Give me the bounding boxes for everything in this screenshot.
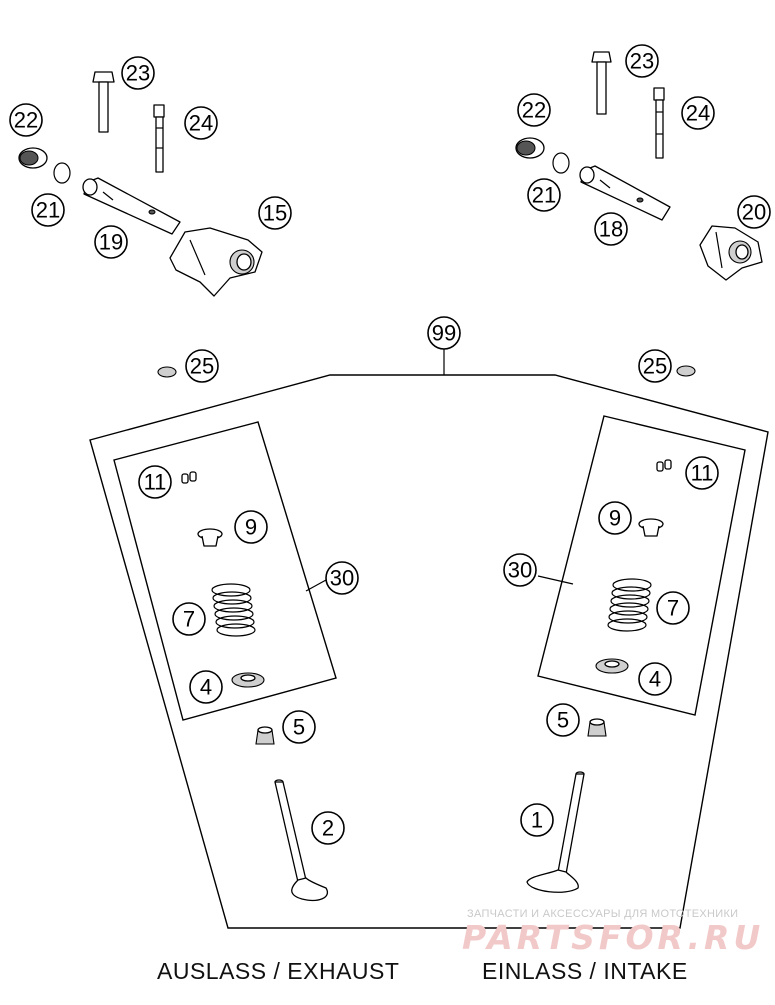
svg-text:7: 7 (667, 596, 679, 621)
exhaust-valve-2 (274, 779, 328, 902)
callout-7-left: 7 (172, 602, 206, 636)
callout-15: 15 (258, 196, 292, 230)
stem-seal-5-right (587, 718, 607, 737)
svg-text:25: 25 (190, 354, 214, 379)
svg-text:23: 23 (630, 49, 654, 74)
svg-text:15: 15 (263, 201, 287, 226)
bolt-24-left (153, 104, 165, 173)
callout-7-right: 7 (656, 591, 690, 625)
svg-text:99: 99 (432, 321, 456, 346)
spring-retainer-9-right (638, 518, 664, 537)
callout-99: 99 (427, 316, 461, 350)
svg-text:21: 21 (532, 183, 556, 208)
o-ring-21-left (53, 162, 71, 184)
spring-seat-4-right (595, 658, 629, 674)
svg-text:22: 22 (522, 98, 546, 123)
callout-9-left: 9 (234, 510, 268, 544)
callout-24-left: 24 (184, 106, 218, 140)
watermark-tagline: ЗАПЧАСТИ И АКСЕССУАРЫ ДЛЯ МОТОТЕХНИКИ (467, 908, 739, 920)
callout-30-left: 30 (325, 561, 359, 595)
kit-30-left-frame (113, 421, 337, 721)
svg-text:24: 24 (189, 111, 213, 136)
valve-spring-7-left (211, 583, 256, 637)
bolt-23-right (591, 51, 612, 115)
plug-22-right (515, 137, 545, 159)
rocker-arm-20 (699, 225, 763, 281)
svg-text:2: 2 (322, 816, 334, 841)
svg-text:4: 4 (649, 667, 661, 692)
svg-text:1: 1 (531, 808, 543, 833)
stem-seal-5-left (255, 726, 275, 745)
caption-intake: EINLASS / INTAKE (482, 958, 688, 984)
svg-text:5: 5 (557, 708, 569, 733)
svg-text:25: 25 (643, 354, 667, 379)
svg-text:21: 21 (36, 198, 60, 223)
callout-25-right: 25 (638, 349, 672, 383)
svg-text:7: 7 (183, 607, 195, 632)
bolt-23-left (92, 71, 115, 133)
svg-text:22: 22 (14, 108, 38, 133)
o-ring-21-right (552, 152, 570, 174)
kit-30-right-frame (537, 415, 746, 716)
callout-22-right: 22 (517, 93, 551, 127)
callout-1: 1 (520, 803, 554, 837)
callout-4-left: 4 (189, 670, 223, 704)
callout-5-left: 5 (282, 710, 316, 744)
caption-exhaust: AUSLASS / EXHAUST (157, 958, 400, 984)
bolt-24-right (653, 87, 665, 159)
plug-22-left (18, 147, 48, 169)
svg-text:18: 18 (599, 217, 623, 242)
callout-23-right: 23 (625, 44, 659, 78)
callout-24-right: 24 (681, 96, 715, 130)
callout-22-left: 22 (9, 103, 43, 137)
callout-23-left: 23 (121, 56, 155, 90)
callout-25-left: 25 (185, 349, 219, 383)
callout-30-right: 30 (503, 553, 537, 587)
callout-4-right: 4 (638, 662, 672, 696)
spring-retainer-9-left (197, 528, 223, 547)
svg-text:19: 19 (99, 230, 123, 255)
svg-text:11: 11 (144, 470, 167, 495)
spring-seat-4-left (231, 672, 265, 688)
shim-25-right (676, 365, 696, 377)
svg-text:9: 9 (245, 515, 257, 540)
valve-spring-7-right (607, 578, 652, 632)
callout-9-right: 9 (598, 501, 632, 535)
svg-text:23: 23 (126, 61, 150, 86)
valve-keepers-11-left (181, 471, 197, 484)
rocker-shaft-19 (82, 177, 181, 235)
svg-text:9: 9 (609, 506, 621, 531)
svg-text:30: 30 (330, 566, 354, 591)
svg-text:4: 4 (200, 675, 212, 700)
svg-text:20: 20 (742, 200, 766, 225)
svg-text:11: 11 (691, 461, 714, 486)
callout-18: 18 (594, 212, 628, 246)
watermark-logo: PARTSFOR.RU (462, 918, 765, 957)
intake-valve-1 (526, 771, 585, 893)
shim-25-left (157, 366, 177, 378)
svg-text:5: 5 (293, 715, 305, 740)
callout-19: 19 (94, 225, 128, 259)
callout-5-right: 5 (546, 703, 580, 737)
callout-21-right: 21 (527, 178, 561, 212)
valve-keepers-11-right (656, 459, 672, 472)
callout-11-right: 11 (685, 456, 719, 490)
callout-2: 2 (311, 811, 345, 845)
rocker-shaft-18 (579, 165, 671, 221)
svg-text:24: 24 (686, 101, 710, 126)
callout-11-left: 11 (138, 465, 172, 499)
kit-99-outline (89, 349, 769, 929)
rocker-arm-15 (169, 227, 263, 297)
svg-text:30: 30 (508, 558, 532, 583)
callout-20: 20 (737, 195, 771, 229)
callout-21-left: 21 (31, 193, 65, 227)
